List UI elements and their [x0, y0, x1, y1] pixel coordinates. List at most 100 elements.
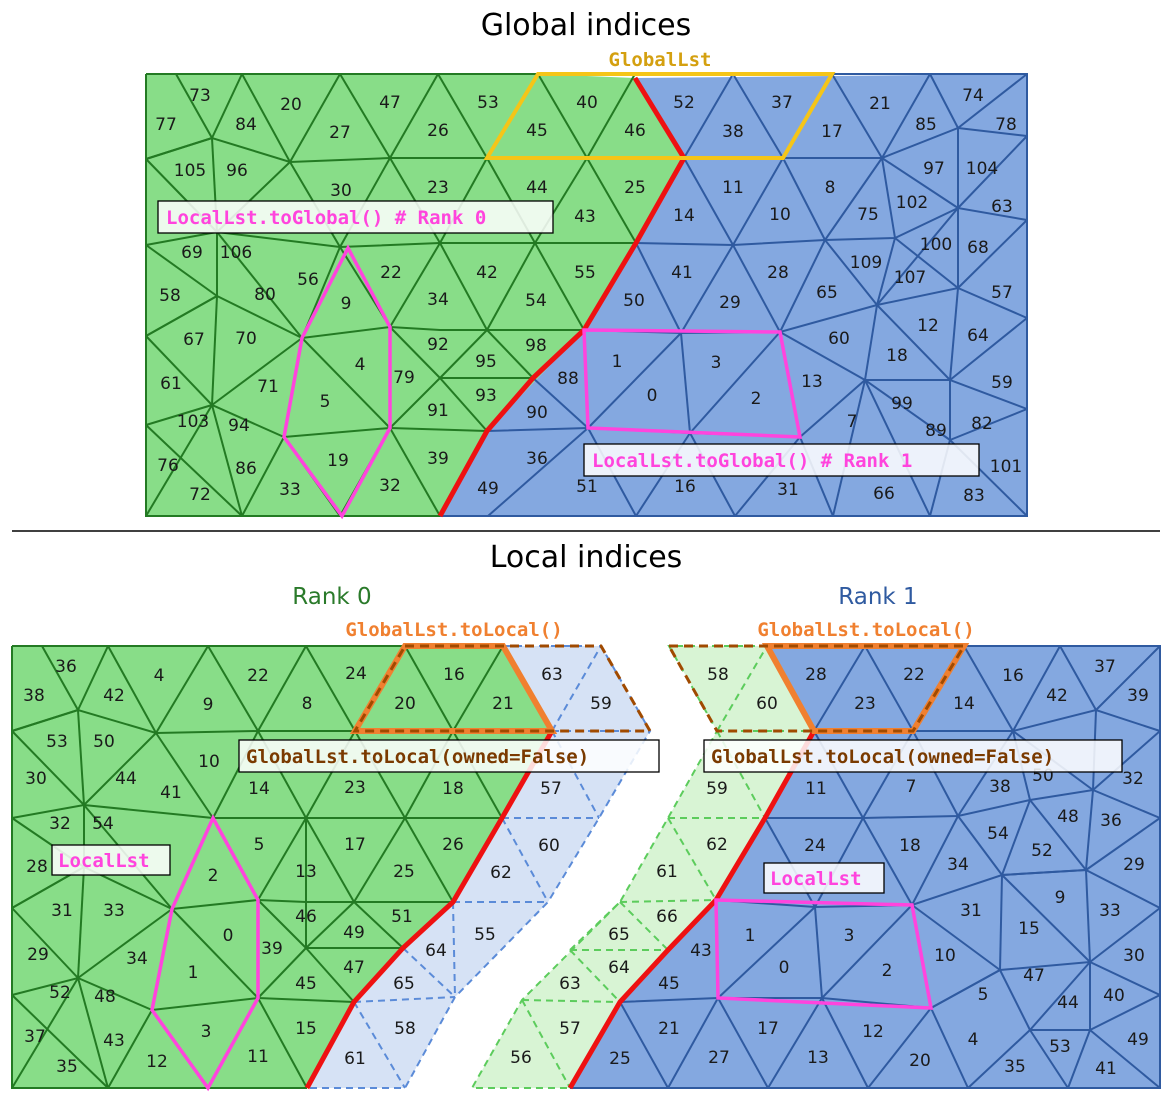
cell-index-label: 67 — [183, 330, 205, 350]
cell-index-label: 62 — [706, 835, 728, 855]
rank1-to-local-unowned-callout: GlobalLst.toLocal(owned=False) — [703, 739, 1123, 773]
cell-index-label: 26 — [442, 835, 464, 855]
cell-index-label: 65 — [816, 283, 838, 303]
to-global-rank1-label: LocalLst.toGlobal() # Rank 1 — [592, 450, 912, 472]
cell-index-label: 5 — [978, 985, 989, 1005]
cell-index-label: 19 — [327, 451, 349, 471]
cell-index-label: 4 — [968, 1030, 979, 1050]
cell-index-label: 32 — [49, 814, 71, 834]
cell-index-label: 85 — [915, 115, 937, 135]
cell-index-label: 42 — [476, 263, 498, 283]
cell-index-label: 34 — [126, 949, 148, 969]
cell-index-label: 75 — [857, 205, 879, 225]
cell-index-label: 63 — [559, 974, 581, 994]
cell-index-label: 86 — [235, 459, 257, 479]
cell-index-label: 21 — [492, 694, 514, 714]
rank1-to-local-unowned-label: GlobalLst.toLocal(owned=False) — [711, 746, 1054, 768]
cell-index-label: 99 — [891, 394, 913, 414]
rank0-local-lst-outline — [282, 244, 392, 520]
cell-index-label: 80 — [254, 285, 276, 305]
cell-index-label: 32 — [1122, 769, 1144, 789]
cell-index-label: 46 — [295, 907, 317, 927]
cell-index-label: 31 — [777, 480, 799, 500]
cell-index-label: 45 — [526, 121, 548, 141]
cell-index-label: 41 — [1095, 1059, 1117, 1079]
cell-index-label: 18 — [442, 779, 464, 799]
cell-index-label: 60 — [828, 329, 850, 349]
cell-index-label: 39 — [1127, 686, 1149, 706]
cell-index-label: 63 — [991, 197, 1013, 217]
cell-index-label: 65 — [608, 925, 630, 945]
cell-index-label: 46 — [624, 121, 646, 141]
cell-index-label: 42 — [103, 686, 125, 706]
cell-index-label: 43 — [103, 1031, 125, 1051]
cell-index-label: 23 — [427, 178, 449, 198]
cell-index-label: 60 — [538, 836, 560, 856]
cell-index-label: 8 — [302, 694, 313, 714]
cell-index-label: 103 — [177, 412, 209, 432]
cell-index-label: 65 — [393, 974, 415, 994]
cell-index-label: 102 — [896, 193, 928, 213]
cell-index-label: 11 — [805, 779, 827, 799]
cell-index-label: 2 — [882, 961, 893, 981]
cell-index-label: 9 — [203, 695, 214, 715]
cell-index-label: 93 — [475, 386, 497, 406]
cell-index-label: 44 — [526, 178, 548, 198]
cell-index-label: 30 — [25, 769, 47, 789]
cell-index-label: 5 — [320, 392, 331, 412]
cell-index-label: 15 — [295, 1019, 317, 1039]
cell-index-label: 82 — [971, 414, 993, 434]
cell-index-label: 13 — [801, 372, 823, 392]
cell-index-label: 0 — [779, 958, 790, 978]
cell-index-label: 7 — [906, 777, 917, 797]
cell-index-label: 47 — [343, 958, 365, 978]
rank0-to-local-label: GlobalLst.toLocal() — [345, 619, 562, 641]
cell-index-label: 3 — [711, 353, 722, 373]
cell-index-label: 42 — [1046, 686, 1068, 706]
rank1-local-lst-outline — [582, 328, 803, 439]
rank0-to-local-unowned-callout: GlobalLst.toLocal(owned=False) — [238, 739, 660, 773]
cell-index-label: 52 — [1031, 841, 1053, 861]
cell-index-label: 0 — [647, 386, 658, 406]
cell-index-label: 1 — [188, 963, 199, 983]
cell-index-label: 57 — [991, 283, 1013, 303]
cell-index-label: 78 — [995, 115, 1017, 135]
cell-index-label: 38 — [23, 686, 45, 706]
cell-index-label: 41 — [671, 263, 693, 283]
cell-index-label: 20 — [909, 1051, 931, 1071]
cell-index-label: 55 — [474, 925, 496, 945]
cell-index-label: 107 — [894, 268, 926, 288]
cell-index-label: 27 — [329, 123, 351, 143]
cell-index-label: 101 — [990, 457, 1022, 477]
cell-index-label: 44 — [115, 769, 137, 789]
cell-index-label: 21 — [869, 94, 891, 114]
cell-index-label: 52 — [49, 983, 71, 1003]
cell-index-label: 57 — [559, 1019, 581, 1039]
rank0-local-lst-outline-local — [150, 814, 260, 1092]
cell-index-label: 4 — [355, 355, 366, 375]
cell-index-label: 28 — [26, 857, 48, 877]
cell-index-label: 54 — [987, 824, 1009, 844]
cell-index-label: 84 — [235, 115, 257, 135]
cell-index-label: 9 — [1055, 888, 1066, 908]
cell-index-label: 10 — [934, 946, 956, 966]
cell-index-label: 62 — [490, 863, 512, 883]
cell-index-label: 69 — [181, 243, 203, 263]
cell-index-label: 39 — [261, 939, 283, 959]
cell-index-label: 58 — [159, 286, 181, 306]
cell-index-label: 3 — [844, 926, 855, 946]
local-indices-title: Local indices — [490, 540, 683, 575]
callout-box — [238, 739, 660, 773]
cell-index-label: 59 — [706, 779, 728, 799]
cell-index-label: 38 — [989, 777, 1011, 797]
cell-index-label: 54 — [92, 814, 114, 834]
global-mesh: 7377842047272653404546105963023442543691… — [145, 72, 1028, 520]
cell-index-label: 49 — [477, 479, 499, 499]
cell-index-label: 32 — [379, 476, 401, 496]
cell-index-label: 14 — [673, 206, 695, 226]
cell-index-label: 11 — [722, 178, 744, 198]
cell-index-label: 51 — [576, 477, 598, 497]
cell-index-label: 55 — [574, 263, 596, 283]
cell-index-label: 48 — [1057, 807, 1079, 827]
